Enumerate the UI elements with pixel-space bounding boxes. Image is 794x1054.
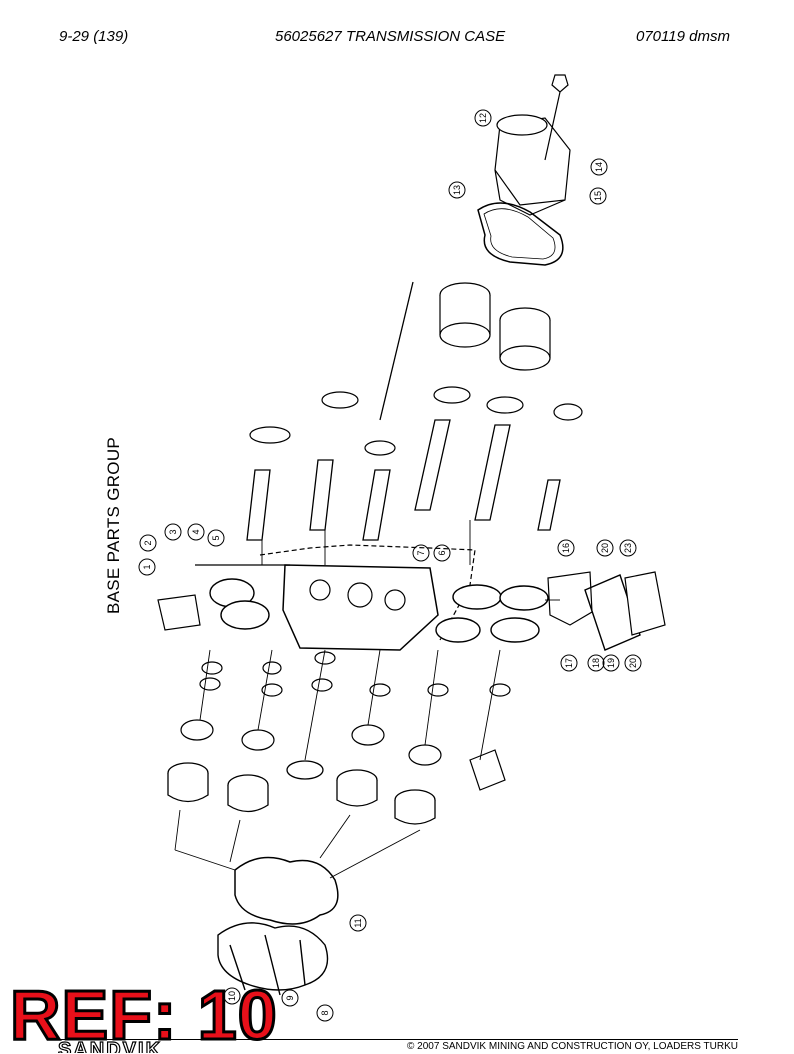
callout-2: 2 (143, 540, 153, 545)
copyright-notice: © 2007 SANDVIK MINING AND CONSTRUCTION O… (407, 1041, 738, 1052)
transmission-housing (259, 544, 476, 651)
callout-numbers: 1 2 3 4 5 6 7 8 9 10 11 12 13 14 15 16 1… (142, 113, 638, 1016)
callout-3: 3 (168, 529, 178, 534)
callout-20-lower: 20 (628, 658, 638, 668)
callout-17: 17 (564, 658, 574, 668)
callout-8: 8 (320, 1010, 330, 1015)
footer-divider (55, 1039, 738, 1040)
callout-14: 14 (594, 162, 604, 172)
right-cover-plates (547, 571, 666, 651)
callout-20-upper: 20 (600, 543, 610, 553)
gasket-11-part (234, 856, 339, 925)
callout-18: 18 (591, 658, 601, 668)
top-cover-part (494, 74, 571, 216)
callout-12: 12 (478, 113, 488, 123)
callout-15: 15 (593, 191, 603, 201)
valve-block (157, 564, 290, 631)
callout-4: 4 (191, 529, 201, 534)
callout-11: 11 (353, 918, 363, 927)
callout-7: 7 (416, 550, 426, 555)
gasket-13-part (477, 202, 564, 266)
callout-13: 13 (452, 185, 462, 195)
document-code: 070119 dmsm (636, 28, 730, 45)
callout-1: 1 (142, 564, 152, 569)
output-drums (167, 760, 436, 825)
callout-5: 5 (211, 535, 221, 540)
page-reference: 9-29 (139) (59, 28, 129, 45)
document-title: 56025627 TRANSMISSION CASE (275, 28, 506, 45)
callout-6: 6 (437, 550, 447, 555)
leader-lines (174, 520, 560, 879)
gears (209, 578, 549, 643)
callout-19: 19 (606, 658, 616, 668)
lower-flanges (180, 719, 506, 791)
callout-23: 23 (623, 543, 633, 553)
callout-16: 16 (561, 543, 571, 553)
callout-bubbles (138, 109, 642, 1022)
lower-bearings (199, 651, 511, 697)
brand-logo-text: SANDVIK (58, 1040, 163, 1053)
oil-pan-part (217, 922, 329, 996)
upper-flanges (249, 386, 583, 456)
clutch-pack-upper (439, 282, 551, 371)
callout-9: 9 (285, 995, 295, 1000)
callout-10: 10 (227, 991, 237, 1001)
shafts (246, 281, 561, 541)
